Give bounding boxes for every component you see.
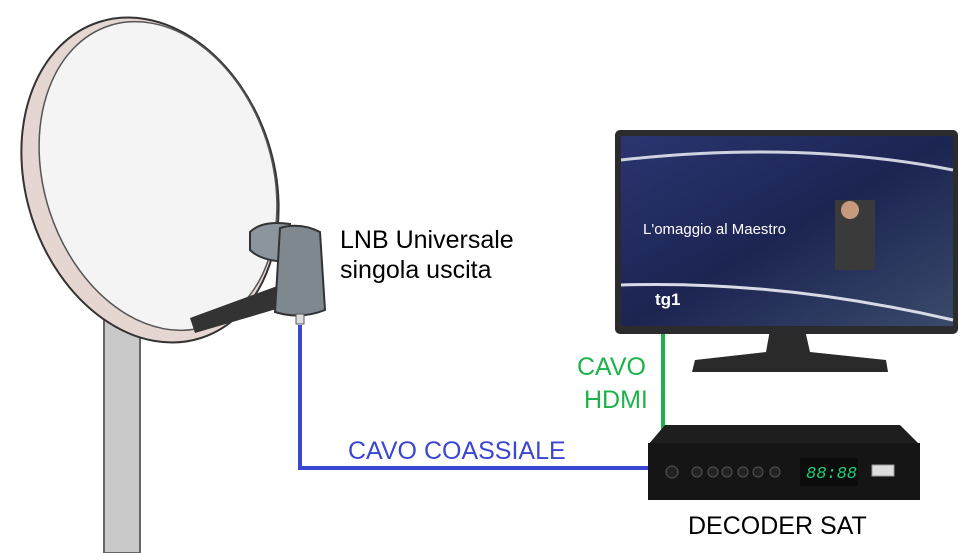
lnb	[249, 222, 327, 325]
coax-label: CAVO COASSIALE	[348, 437, 566, 465]
tv-channel-logo: tg1	[655, 290, 681, 309]
hdmi-label-line2: HDMI	[584, 386, 648, 414]
tv-screen	[621, 136, 953, 326]
decoder	[648, 425, 920, 500]
lnb-label-line2: singola uscita	[340, 256, 492, 284]
decoder-display: 88:88	[806, 465, 857, 484]
lnb-label-line1: LNB Universale	[340, 226, 514, 254]
tv	[615, 130, 958, 372]
usb-port-icon	[871, 464, 895, 477]
tv-caption: L'omaggio al Maestro	[643, 221, 786, 238]
decoder-label: DECODER SAT	[688, 512, 867, 540]
coax-cable	[298, 325, 650, 470]
hdmi-label-line1: CAVO	[577, 353, 646, 381]
dish-pole	[103, 299, 141, 553]
satellite-dish	[20, 16, 290, 344]
